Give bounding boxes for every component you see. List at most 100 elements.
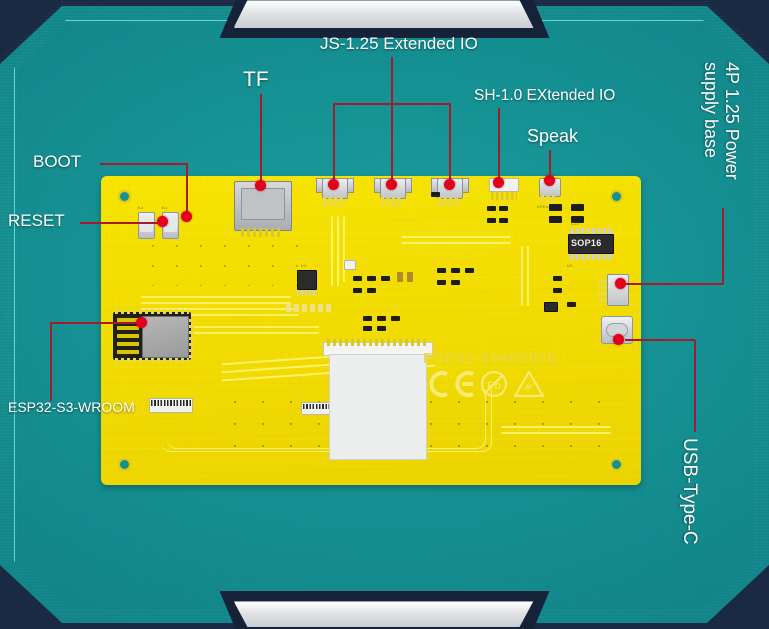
ic-chip-small-pins [297,290,317,295]
callout-dot-js125-1 [328,179,339,190]
resistor [549,204,562,211]
leader-power-base-h [626,283,723,285]
trace [337,216,339,286]
leader-esp32-v [50,323,52,401]
esd-warning-mark-icon [513,370,545,398]
svg-text:Pb: Pb [487,380,500,392]
resistor [549,216,562,223]
trace [141,296,291,298]
label-usb-type-c: USB-Type-C [679,438,700,545]
esp32-antenna [117,318,139,354]
callout-dot-esp32 [136,317,147,328]
reset-button-cap [140,218,153,232]
resistor [381,276,390,281]
silk-designator: U5 [567,264,573,268]
callout-dot-js125-2 [386,179,397,190]
tf-slot-pins [241,228,281,237]
bottom-tab-decoration [233,601,534,627]
resistor [553,288,562,293]
trace [141,308,299,310]
pb-free-mark-icon: Pb [480,370,508,398]
resistor [499,206,508,211]
lcd-ribbon-block [329,354,427,460]
sop16-chip [568,234,614,254]
esp32-castellated-pads-top [115,309,189,314]
silk-boot: K1 [162,206,168,210]
resistor [553,276,562,281]
callout-dot-power-base [615,278,626,289]
leader-js125-branch-1 [333,103,335,183]
resistor [451,280,460,285]
resistor [377,316,386,321]
trace [521,246,523,306]
lcd-fpc-header-pins [327,339,427,346]
resistor [353,276,362,281]
resistor [571,204,584,211]
callout-dot-boot [181,211,192,222]
trace [331,216,333,286]
sh10-connector-pins [491,192,517,200]
trace [527,246,529,306]
label-reset: RESET [8,211,65,230]
resistor [363,316,372,321]
trace [139,326,319,328]
leader-js125-branch-3 [449,103,451,183]
esp32-shield-can [142,316,189,358]
sop16-pins-bottom [570,254,612,260]
resistor [567,302,576,307]
leader-usbc-v [694,340,696,432]
esp32-castellated-pads-right [189,316,194,358]
callout-dot-speak [544,175,555,186]
sop16-chip-label: SOP16 [571,238,602,248]
label-boot: BOOT [33,152,82,171]
resistor [391,316,400,321]
resistor [571,216,584,223]
esp32-castellated-pads-bottom [115,358,189,363]
transistor [544,302,558,312]
label-esp32-s3-wroom: ESP32-S3-WROOM [8,399,135,415]
top-tab-decoration [233,0,534,28]
label-power-supply-base-line1: 4P 1.25 Power [722,62,742,180]
ic-chip-small [297,270,317,290]
resistor [487,206,496,211]
pad-row [286,304,332,312]
mounting-hole-br [610,458,623,471]
silk-designator: U3 [301,264,307,268]
trace [343,216,345,282]
js125-connector-1-pins [323,197,345,207]
mounting-hole-tl [118,190,131,203]
mounting-hole-tr [610,190,623,203]
via-field [141,236,301,286]
leader-reset-h [80,222,160,224]
leader-js125-stem [391,57,393,104]
resistor [437,280,446,285]
sop16-pins-top [570,228,612,234]
resistor [451,268,460,273]
leader-boot-h [100,163,187,165]
callout-dot-usbc [613,334,624,345]
resistor [487,218,496,223]
label-speak: Speak [527,126,579,146]
speaker-connector-pins [541,195,557,203]
label-sh10-extended-io: SH-1.0 EXtended IO [474,87,616,104]
trace [141,314,299,316]
label-tf: TF [243,68,269,91]
resistor [431,192,440,197]
leader-sh10-v [498,108,500,181]
callout-dot-tf [255,180,266,191]
silk-speak: SPEAK [537,205,552,209]
trace [401,242,511,244]
trace [139,332,319,334]
trace [401,236,511,238]
board-silkscreen-text: ESP32-8048S070 [423,350,558,367]
pcb-board: K2 K1 SPEAK SOP16 [101,176,641,485]
resistor [367,276,376,281]
label-power-supply-base-line2: supply base [701,62,721,159]
leader-power-base-v [722,208,724,284]
power-connector-pins [598,277,607,301]
resistor [465,268,474,273]
ce-mark-icon [429,371,474,397]
resistor [363,326,372,331]
leader-speak-v [549,150,551,180]
